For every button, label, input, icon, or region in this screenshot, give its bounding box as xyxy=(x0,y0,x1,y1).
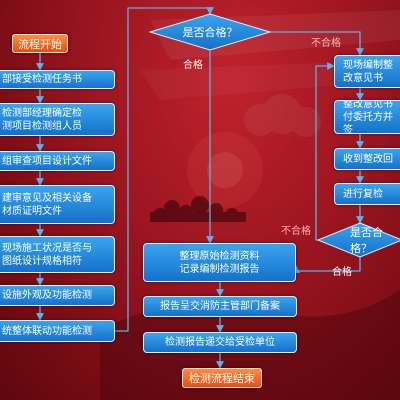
tree-silhouettes xyxy=(150,196,246,222)
edge-diamond2-pass-to-report xyxy=(292,257,361,273)
step-review-opinion: 建审意见及相关设备 材质证明文件 xyxy=(0,185,115,224)
edge-label-fail-1: 不合格 xyxy=(311,38,341,49)
step-system-test: 统整体联动功能检测 xyxy=(0,320,115,342)
edge-system-to-diamond xyxy=(115,7,214,332)
cloud-puffs xyxy=(244,94,321,137)
edge-label-pass-2: 合格 xyxy=(332,267,352,278)
step-recheck: 进行复检 xyxy=(334,183,400,205)
step-assign-personnel: 检测部经理确定检 测项目检测组人员 xyxy=(0,103,115,136)
step-submit-fire-dept: 报告呈交消防主管部门备案 xyxy=(143,296,297,317)
step-appearance-test: 设施外观及功能检测 xyxy=(0,285,115,306)
decision-shape-qualified-1 xyxy=(148,13,272,51)
end-node: 检测流程结束 xyxy=(182,368,262,388)
decision-qualified-2: 是否合格？ xyxy=(350,226,383,255)
edge-diamond2-fail-loop xyxy=(315,62,335,241)
step-commission-sign: 整改意见书 付委托方并签 xyxy=(334,100,400,134)
edge-label-fail-2: 不合格 xyxy=(281,226,311,237)
step-deliver-report: 检测报告递交给受检单位 xyxy=(143,332,297,353)
start-node: 流程开始 xyxy=(12,34,68,53)
edge-diamond-fail-to-rectify xyxy=(270,31,364,56)
step-rectify-notice: 现场编制整 改意见书 xyxy=(334,55,400,88)
step-review-design: 组审查项目设计文件 xyxy=(0,151,115,171)
step-site-check: 现场施工状况是否与 图纸设计规格相符 xyxy=(0,236,115,273)
step-compile-report: 整理原始检测资料 记录编制检测报告 xyxy=(143,243,296,282)
edge-label-pass-1: 合格 xyxy=(183,60,203,71)
step-receive-reply: 收到整改回 xyxy=(334,148,400,170)
decision-shape-qualified-2 xyxy=(316,222,400,258)
step-receive-task: 部接受检测任务书 xyxy=(0,70,115,89)
decision-qualified-1: 是否合格？ xyxy=(182,26,238,39)
